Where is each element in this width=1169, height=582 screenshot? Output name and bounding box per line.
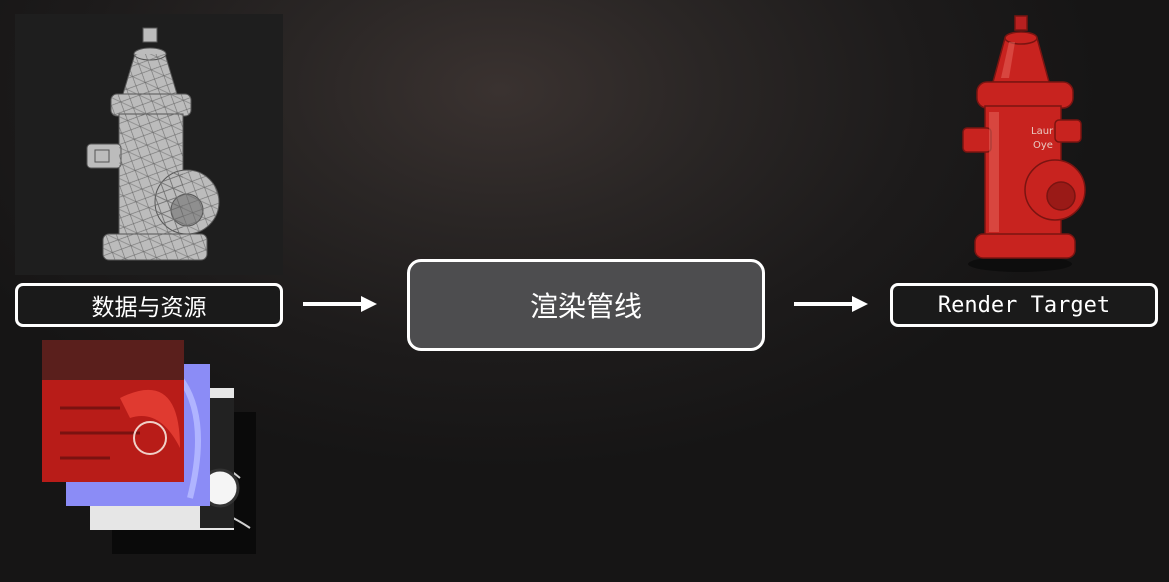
albedo-map <box>42 340 184 482</box>
data-and-resources-label: 数据与资源 <box>91 295 207 321</box>
wireframe-hydrant-icon <box>86 27 220 261</box>
texture-maps-stack <box>40 338 260 558</box>
data-and-resources-box: 数据与资源 <box>15 283 283 327</box>
render-pipeline-box: 渲染管线 <box>407 259 765 351</box>
arrow-right-icon <box>303 296 377 312</box>
rendered-hydrant-icon: Laur Oye <box>962 15 1086 272</box>
arrow-right-icon <box>794 296 868 312</box>
rendered-hydrant-image: Laur Oye <box>945 12 1095 282</box>
render-target-label: Render Target <box>937 292 1111 318</box>
render-target-box: Render Target <box>890 283 1158 327</box>
svg-text:Oye: Oye <box>1033 140 1053 151</box>
hydrant-emboss-text: Laur <box>1031 126 1054 137</box>
render-pipeline-label: 渲染管线 <box>529 290 642 323</box>
texture-maps-icon <box>42 340 256 554</box>
wireframe-hydrant-image <box>15 14 283 275</box>
